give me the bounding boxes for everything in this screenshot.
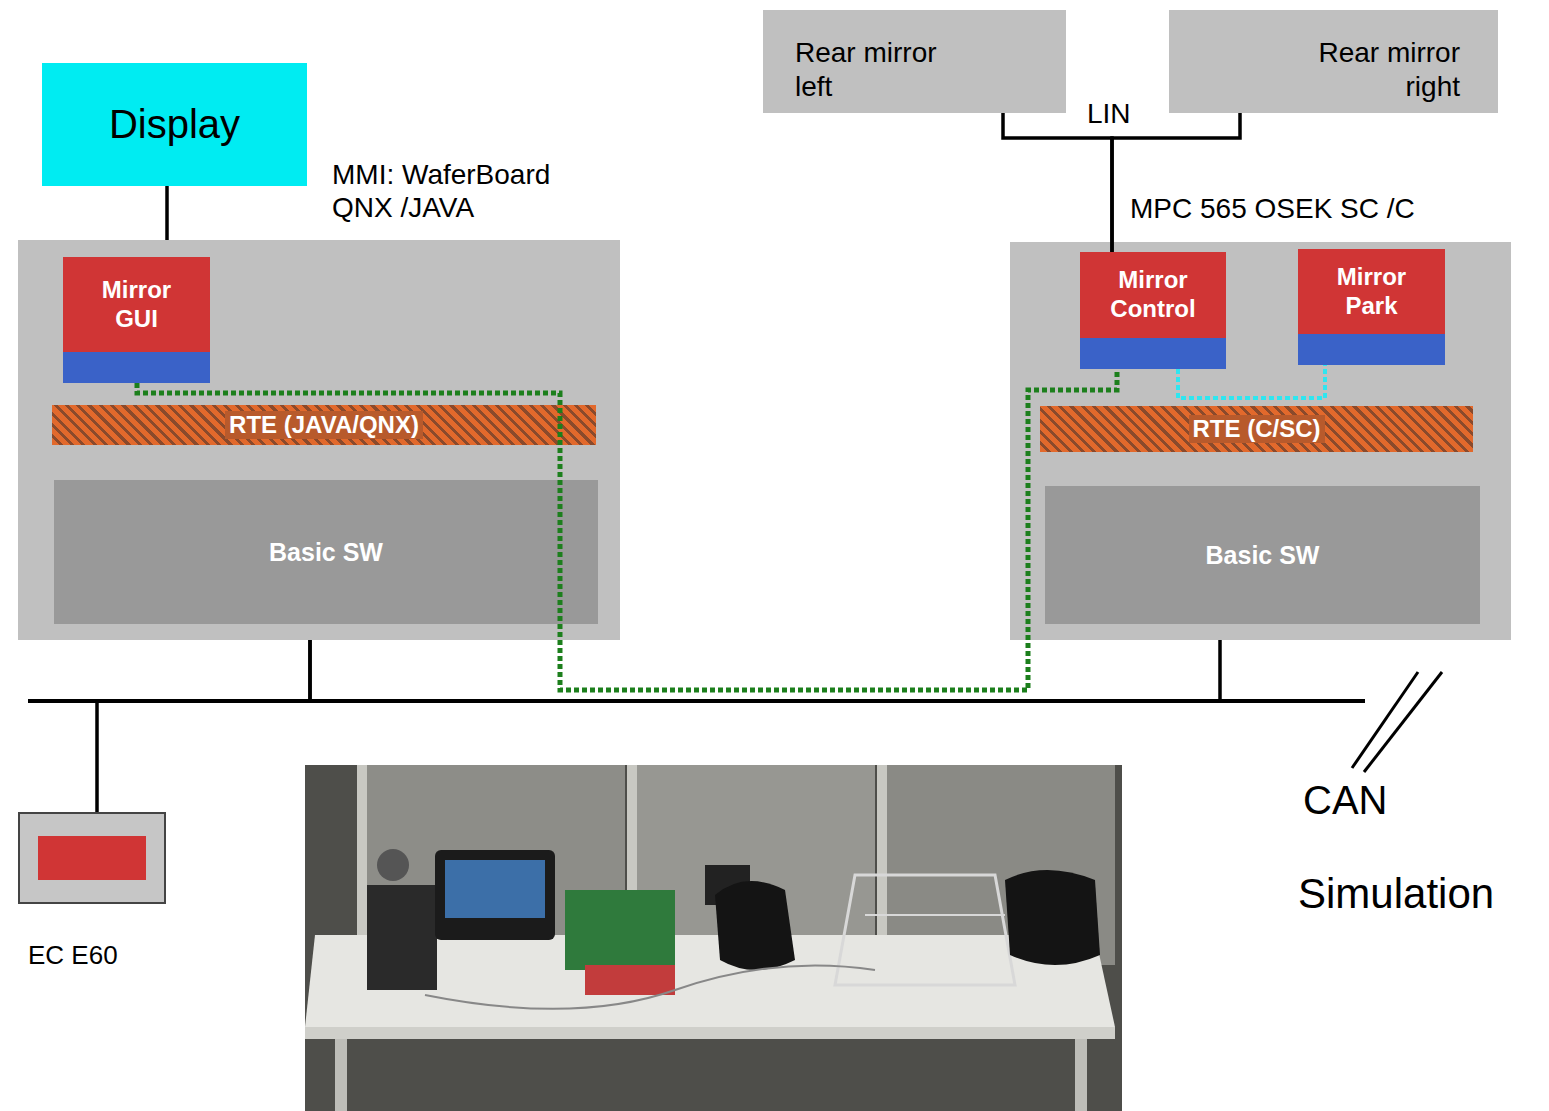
table-leg bbox=[1075, 1039, 1087, 1111]
bus-wire bbox=[310, 640, 1220, 701]
mirror-box: Rear mirror right bbox=[1169, 10, 1498, 113]
display-box: Display bbox=[42, 63, 307, 186]
mirror-housing bbox=[715, 881, 795, 970]
screen-unit bbox=[435, 850, 555, 940]
node-label: RTE (JAVA/QNX) bbox=[225, 411, 423, 439]
rte-band: RTE (JAVA/QNX) bbox=[52, 405, 596, 445]
ecu-heading: EC E60 bbox=[28, 940, 118, 971]
acrylic-stand bbox=[865, 914, 1005, 916]
table-edge bbox=[305, 1027, 1115, 1039]
node-label: Rear mirror left bbox=[795, 36, 965, 104]
basic-software: Basic SW bbox=[54, 480, 598, 624]
screen-glass bbox=[445, 860, 545, 918]
circuit-board bbox=[565, 890, 675, 970]
bus-wire bbox=[165, 186, 169, 240]
node-label: Mirror Control bbox=[1097, 266, 1209, 324]
node-label: Display bbox=[109, 102, 240, 147]
ecu-indicator bbox=[38, 836, 146, 880]
ecu-heading: MPC 565 OSEK SC /C bbox=[1130, 192, 1415, 225]
controller bbox=[367, 885, 437, 990]
ecu-box: MPC 565 OSEK SC /CMirror ControlMirror P… bbox=[1010, 242, 1511, 640]
bus-name: LIN bbox=[1087, 100, 1131, 128]
ecu-heading: MMI: WaferBoard QNX /JAVA bbox=[332, 158, 582, 224]
ecu-box: MMI: WaferBoard QNX /JAVAMirror GUIRTE (… bbox=[18, 240, 620, 640]
power-module bbox=[585, 965, 675, 995]
bus-break-mark bbox=[1352, 672, 1418, 768]
mirror-box: Rear mirror left bbox=[763, 10, 1066, 113]
mirror-housing bbox=[1005, 870, 1100, 965]
bus-break-mark bbox=[1364, 672, 1442, 772]
software-component: Mirror Control bbox=[1080, 252, 1226, 369]
bus-wire bbox=[1112, 113, 1240, 252]
bus-name: CAN bbox=[1303, 780, 1387, 820]
control-knob bbox=[377, 849, 409, 881]
cable bbox=[425, 966, 875, 1009]
node-label: Mirror Park bbox=[1316, 263, 1428, 321]
table-leg bbox=[335, 1039, 347, 1111]
node-label: RTE (C/SC) bbox=[1189, 415, 1325, 443]
lab-photo bbox=[305, 765, 1122, 1111]
can-bus bbox=[28, 699, 1365, 703]
photo-ground bbox=[305, 765, 1122, 1111]
note-text: Simulation bbox=[1298, 873, 1494, 915]
node-label: Mirror GUI bbox=[81, 276, 193, 334]
basic-software: Basic SW bbox=[1045, 486, 1480, 624]
software-component: Mirror GUI bbox=[63, 257, 210, 383]
bus-wire bbox=[97, 640, 310, 812]
ecu-box: EC E60 bbox=[18, 812, 166, 904]
node-label: Rear mirror right bbox=[1280, 36, 1460, 104]
node-label: Basic SW bbox=[1206, 541, 1320, 570]
node-label: Basic SW bbox=[269, 538, 383, 567]
bus-wire bbox=[1003, 113, 1112, 252]
software-component: Mirror Park bbox=[1298, 249, 1445, 365]
rte-band: RTE (C/SC) bbox=[1040, 406, 1473, 452]
